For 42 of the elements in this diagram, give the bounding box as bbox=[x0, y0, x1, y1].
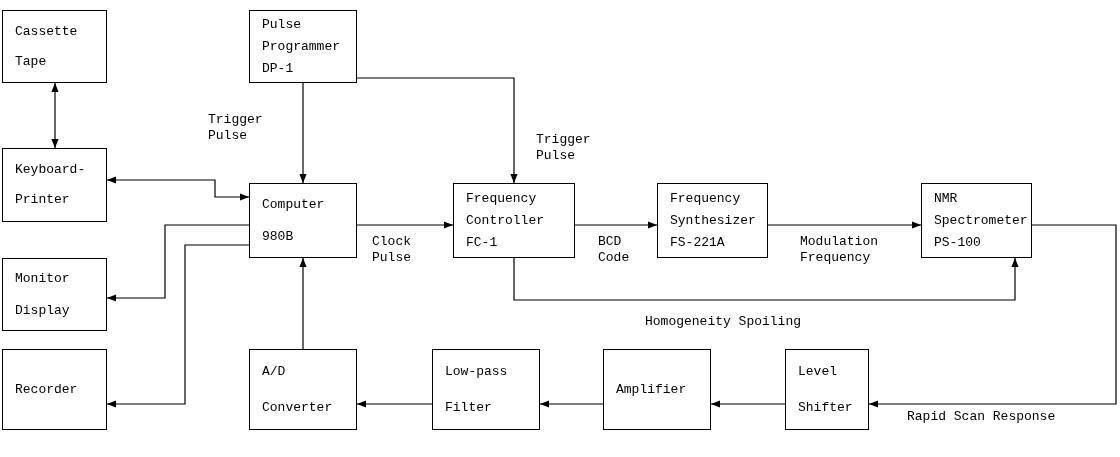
process-box bbox=[2, 10, 107, 83]
box-label: Recorder bbox=[15, 380, 79, 399]
box-label: Frequency Synthesizer FS-221A bbox=[670, 189, 757, 252]
arrow bbox=[513, 257, 1019, 301]
process-box bbox=[657, 183, 768, 258]
box-label: Computer 980B bbox=[262, 195, 326, 246]
box-label: A/D Converter bbox=[262, 362, 334, 417]
process-box bbox=[249, 183, 357, 258]
box-label: Cassette Tape bbox=[15, 22, 79, 71]
box-label: Keyboard-Printer bbox=[15, 161, 87, 209]
process-box bbox=[603, 349, 711, 430]
arrow bbox=[356, 400, 433, 408]
arrow bbox=[299, 82, 307, 184]
arrow bbox=[356, 221, 454, 229]
box-label: Level Shifter bbox=[798, 362, 854, 417]
process-box bbox=[921, 183, 1032, 258]
process-box bbox=[2, 349, 107, 430]
box-label: Frequency Controller FC-1 bbox=[466, 189, 545, 252]
process-box bbox=[2, 258, 107, 331]
arrow bbox=[539, 400, 604, 408]
arrow bbox=[710, 400, 786, 408]
box-label: Amplifier bbox=[616, 380, 688, 399]
arrow bbox=[767, 221, 922, 229]
process-box bbox=[453, 183, 575, 258]
process-box bbox=[249, 349, 357, 430]
arrow bbox=[356, 77, 518, 184]
arrow bbox=[106, 224, 250, 302]
edge-label: Rapid Scan Response bbox=[907, 409, 1056, 425]
process-box bbox=[785, 349, 869, 430]
process-box bbox=[432, 349, 540, 430]
process-box bbox=[2, 148, 107, 222]
box-label: Pulse Programmer DP-1 bbox=[262, 15, 341, 78]
edge-label: Homogeneity Spoiling bbox=[645, 314, 802, 330]
arrow bbox=[106, 176, 250, 201]
arrow bbox=[574, 221, 658, 229]
arrow bbox=[299, 257, 307, 350]
process-box bbox=[249, 10, 357, 83]
box-label: Low-pass Filter bbox=[445, 362, 509, 417]
arrow bbox=[868, 224, 1117, 408]
arrow bbox=[51, 82, 59, 149]
box-label: Monitor Display bbox=[15, 269, 71, 320]
arrow bbox=[106, 244, 250, 408]
